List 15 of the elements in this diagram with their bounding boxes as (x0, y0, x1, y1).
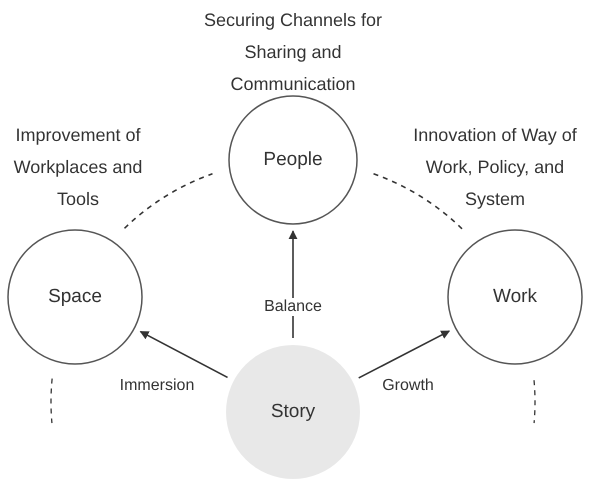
node-caption: Securing Channels for Sharing and Communication (202, 9, 384, 96)
circle-node (447, 229, 583, 365)
node-label: Work (493, 286, 537, 308)
connector-line (373, 173, 464, 230)
arrow (358, 330, 450, 379)
node-label: People (263, 149, 323, 171)
arrow (140, 330, 228, 378)
circle-node (228, 95, 358, 225)
node-label: Space (48, 286, 102, 308)
node-caption: Innovation of Way of Work, Policy, and System (412, 124, 578, 211)
node-caption: Improvement of Workplaces and Tools (12, 124, 144, 211)
connector-line (124, 173, 213, 229)
node-label: Story (270, 401, 316, 423)
circle-node (7, 229, 143, 365)
filled-circle (225, 344, 361, 480)
